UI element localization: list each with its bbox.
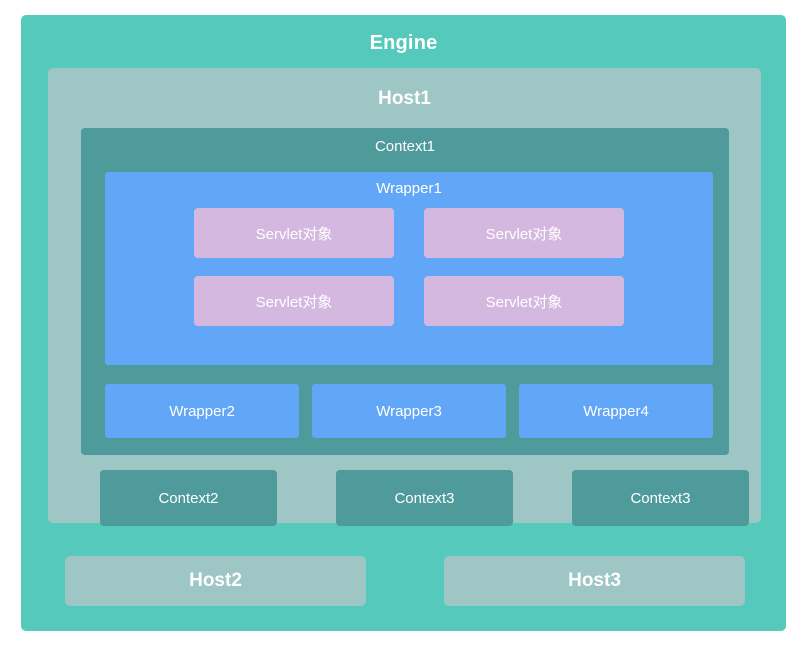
host-sibling-row: Host2 Host3 (65, 556, 745, 606)
context1-label: Context1 (374, 138, 436, 155)
wrapper3-box: Wrapper3 (312, 384, 506, 438)
context-sibling-row: Context2 Context3 Context3 (100, 470, 749, 526)
wrapper-sibling-row: Wrapper2 Wrapper3 Wrapper4 (105, 384, 713, 438)
servlet-grid: Servlet对象 Servlet对象 Servlet对象 Servlet对象 (194, 208, 624, 326)
servlet-object-box: Servlet对象 (424, 276, 624, 326)
wrapper1-label: Wrapper1 (376, 180, 442, 197)
host3-box: Host3 (444, 556, 745, 606)
context1-container: Context1 Wrapper1 Servlet对象 Servlet对象 Se… (81, 128, 729, 455)
context3-duplicate-box: Context3 (572, 470, 749, 526)
servlet-object-box: Servlet对象 (194, 208, 394, 258)
host1-container: Host1 Context1 Wrapper1 Servlet对象 Servle… (48, 68, 761, 526)
engine-label: Engine (369, 32, 438, 54)
host1-label: Host1 (378, 88, 431, 109)
wrapper4-box: Wrapper4 (519, 384, 713, 438)
wrapper1-container: Wrapper1 Servlet对象 Servlet对象 Servlet对象 S… (105, 172, 713, 365)
context2-box: Context2 (100, 470, 277, 526)
servlet-object-box: Servlet对象 (194, 276, 394, 326)
servlet-object-box: Servlet对象 (424, 208, 624, 258)
context3-box: Context3 (336, 470, 513, 526)
wrapper2-box: Wrapper2 (105, 384, 299, 438)
host2-box: Host2 (65, 556, 366, 606)
engine-container: Engine Host1 Context1 Wrapper1 Servlet对象… (21, 15, 786, 631)
